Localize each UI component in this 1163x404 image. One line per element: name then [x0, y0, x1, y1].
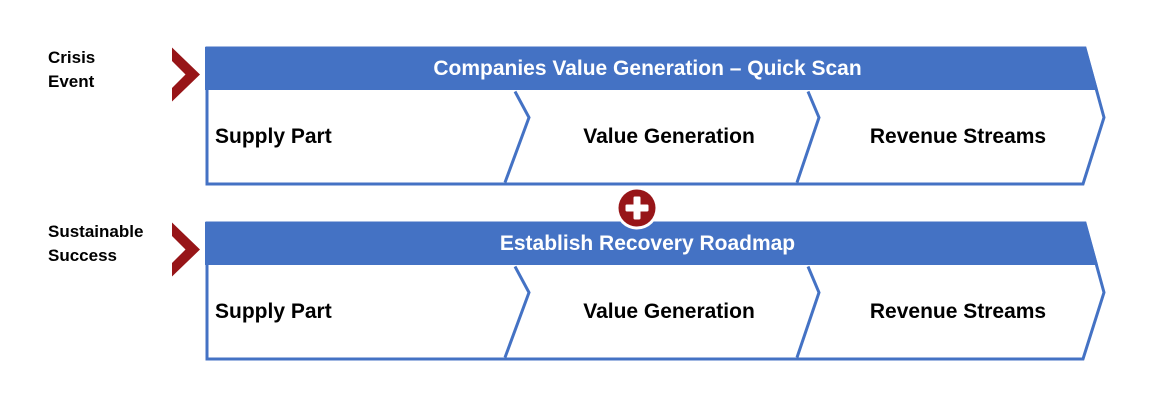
- banner1-segment-revenue-streams: Revenue Streams: [869, 125, 1047, 148]
- label-sustainable-success: Sustainable Success: [48, 222, 144, 265]
- plus-icon: [615, 186, 659, 230]
- banner1-header-band: [205, 47, 1098, 90]
- banner1-segment-separator-1: [503, 90, 531, 184]
- banner1-segment-separator-2: [795, 90, 821, 183]
- success-chevron-icon: [172, 222, 200, 277]
- banner-recovery-roadmap-shape: [205, 221, 1106, 361]
- banner-quick-scan-shape: [205, 46, 1106, 186]
- banner1-segment-supply-part: Supply Part: [215, 125, 332, 148]
- banner2-segment-revenue-streams: Revenue Streams: [869, 300, 1047, 323]
- crisis-chevron-icon: [172, 47, 200, 102]
- banner2-title: Establish Recovery Roadmap: [499, 232, 796, 255]
- banner2-segment-separator-2: [795, 265, 821, 358]
- banner2-segment-value-generation: Value Generation: [583, 300, 755, 323]
- label-crisis-event: Crisis Event: [48, 48, 96, 91]
- banner2-segment-separator-1: [503, 265, 531, 359]
- banner2-header-band: [205, 222, 1098, 265]
- plus-vertical-bar: [633, 196, 641, 220]
- banner1-segment-value-generation: Value Generation: [583, 125, 755, 148]
- banner2-segment-supply-part: Supply Part: [215, 300, 332, 323]
- banner1-title: Companies Value Generation – Quick Scan: [433, 57, 862, 80]
